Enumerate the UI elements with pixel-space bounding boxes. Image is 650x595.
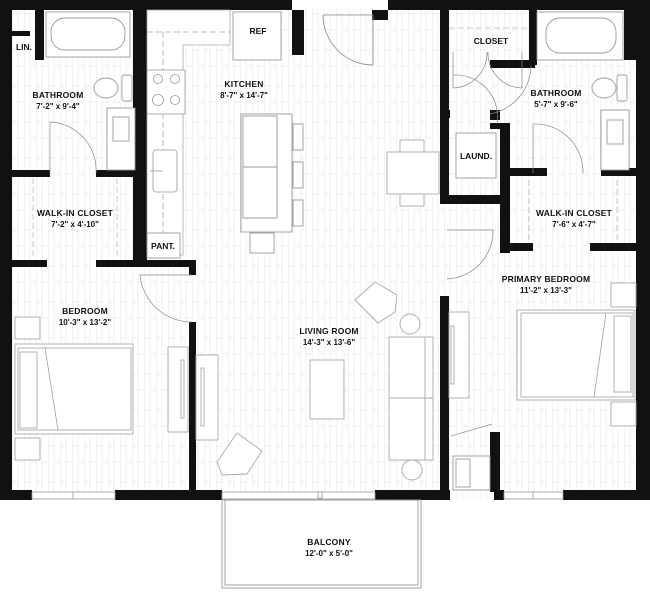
room-label-walkin-closet-right: WALK-IN CLOSET 7'-6" x 4'-7" [536, 208, 612, 230]
room-dimensions: 8'-7" x 14'-7" [220, 91, 268, 100]
door-swing-primary [446, 229, 494, 280]
tag-linen: LIN. [15, 42, 33, 52]
room-dimensions: 5'-7" x 9'-6" [534, 100, 578, 109]
room-label-bathroom-left: BATHROOM 7'-2" x 9'-4" [32, 90, 83, 112]
door-swing-bath-left [49, 121, 97, 175]
balcony-railing-icon [221, 499, 422, 589]
room-label-primary-bedroom: PRIMARY BEDROOM 11'-2" x 13'-3" [502, 274, 590, 296]
toilet-left-icon [93, 74, 133, 102]
room-name: BATHROOM [32, 90, 84, 100]
stove-icon [146, 69, 186, 115]
room-dimensions: 7'-2" x 4'-10" [51, 220, 99, 229]
dining-table-icon [386, 139, 440, 207]
tag-laundry: LAUND. [459, 151, 493, 161]
room-label-walkin-closet-left: WALK-IN CLOSET 7'-2" x 4'-10" [37, 208, 113, 230]
sink-kitchen-icon [150, 149, 178, 193]
interior-walls [12, 10, 637, 492]
room-name: BEDROOM [62, 306, 108, 316]
side-table-icon [399, 313, 423, 481]
armchair-icon [216, 281, 398, 476]
room-label-living-room: LIVING ROOM 14'-3" x 13'-6" [299, 326, 358, 348]
vanity-left-icon [106, 107, 136, 171]
room-label-bedroom: BEDROOM 10'-3" x 13'-2" [59, 306, 111, 328]
bed-primary-icon [516, 282, 637, 427]
room-label-bathroom-right: BATHROOM 5'-7" x 9'-6" [530, 88, 581, 110]
exterior-walls [0, 0, 650, 500]
laundry-icon [455, 132, 497, 179]
room-name: LIVING ROOM [299, 326, 359, 336]
room-label-kitchen: KITCHEN 8'-7" x 14'-7" [220, 79, 268, 101]
room-name: WALK-IN CLOSET [37, 208, 113, 218]
sofa-icon [388, 336, 434, 461]
refrigerator-icon [232, 11, 282, 61]
room-dimensions: 11'-2" x 13'-3" [520, 286, 572, 295]
room-dimensions: 12'-0" x 5'-0" [305, 549, 353, 558]
bathtub-right-icon [536, 11, 624, 61]
closet-doors-icon [449, 27, 527, 125]
room-name: BATHROOM [530, 88, 582, 98]
tv-console-icon [167, 346, 219, 441]
door-swing-bedroom [139, 274, 193, 323]
room-dimensions: 7'-2" x 9'-4" [36, 102, 80, 111]
room-name: PRIMARY BEDROOM [501, 274, 591, 284]
coffee-table-icon [309, 359, 345, 420]
room-name: WALK-IN CLOSET [536, 208, 612, 218]
tag-pantry: PANT. [151, 241, 175, 251]
door-swing-bath-right [489, 65, 584, 174]
kitchen-island-icon [240, 113, 304, 254]
pantry-icon [146, 232, 181, 259]
room-dimensions: 10'-3" x 13'-2" [58, 318, 112, 327]
window-icon [31, 491, 564, 500]
tag-refrigerator: REF [249, 26, 267, 36]
tag-closet: CLOSET [473, 36, 509, 46]
room-name: KITCHEN [224, 79, 264, 89]
room-dimensions: 7'-6" x 4'-7" [552, 220, 596, 229]
bathtub-left-icon [45, 11, 131, 58]
vanity-right-icon [600, 109, 630, 171]
wardrobe-icon [450, 423, 493, 491]
room-dimensions: 14'-3" x 13'-6" [302, 338, 356, 347]
bed-left-icon [14, 316, 134, 461]
room-label-balcony: BALCONY 12'-0" x 5'-0" [305, 537, 353, 559]
room-name: BALCONY [307, 537, 351, 547]
dresser-primary-icon [448, 311, 470, 399]
toilet-right-icon [591, 74, 628, 102]
entry-door-icon [292, 10, 388, 66]
